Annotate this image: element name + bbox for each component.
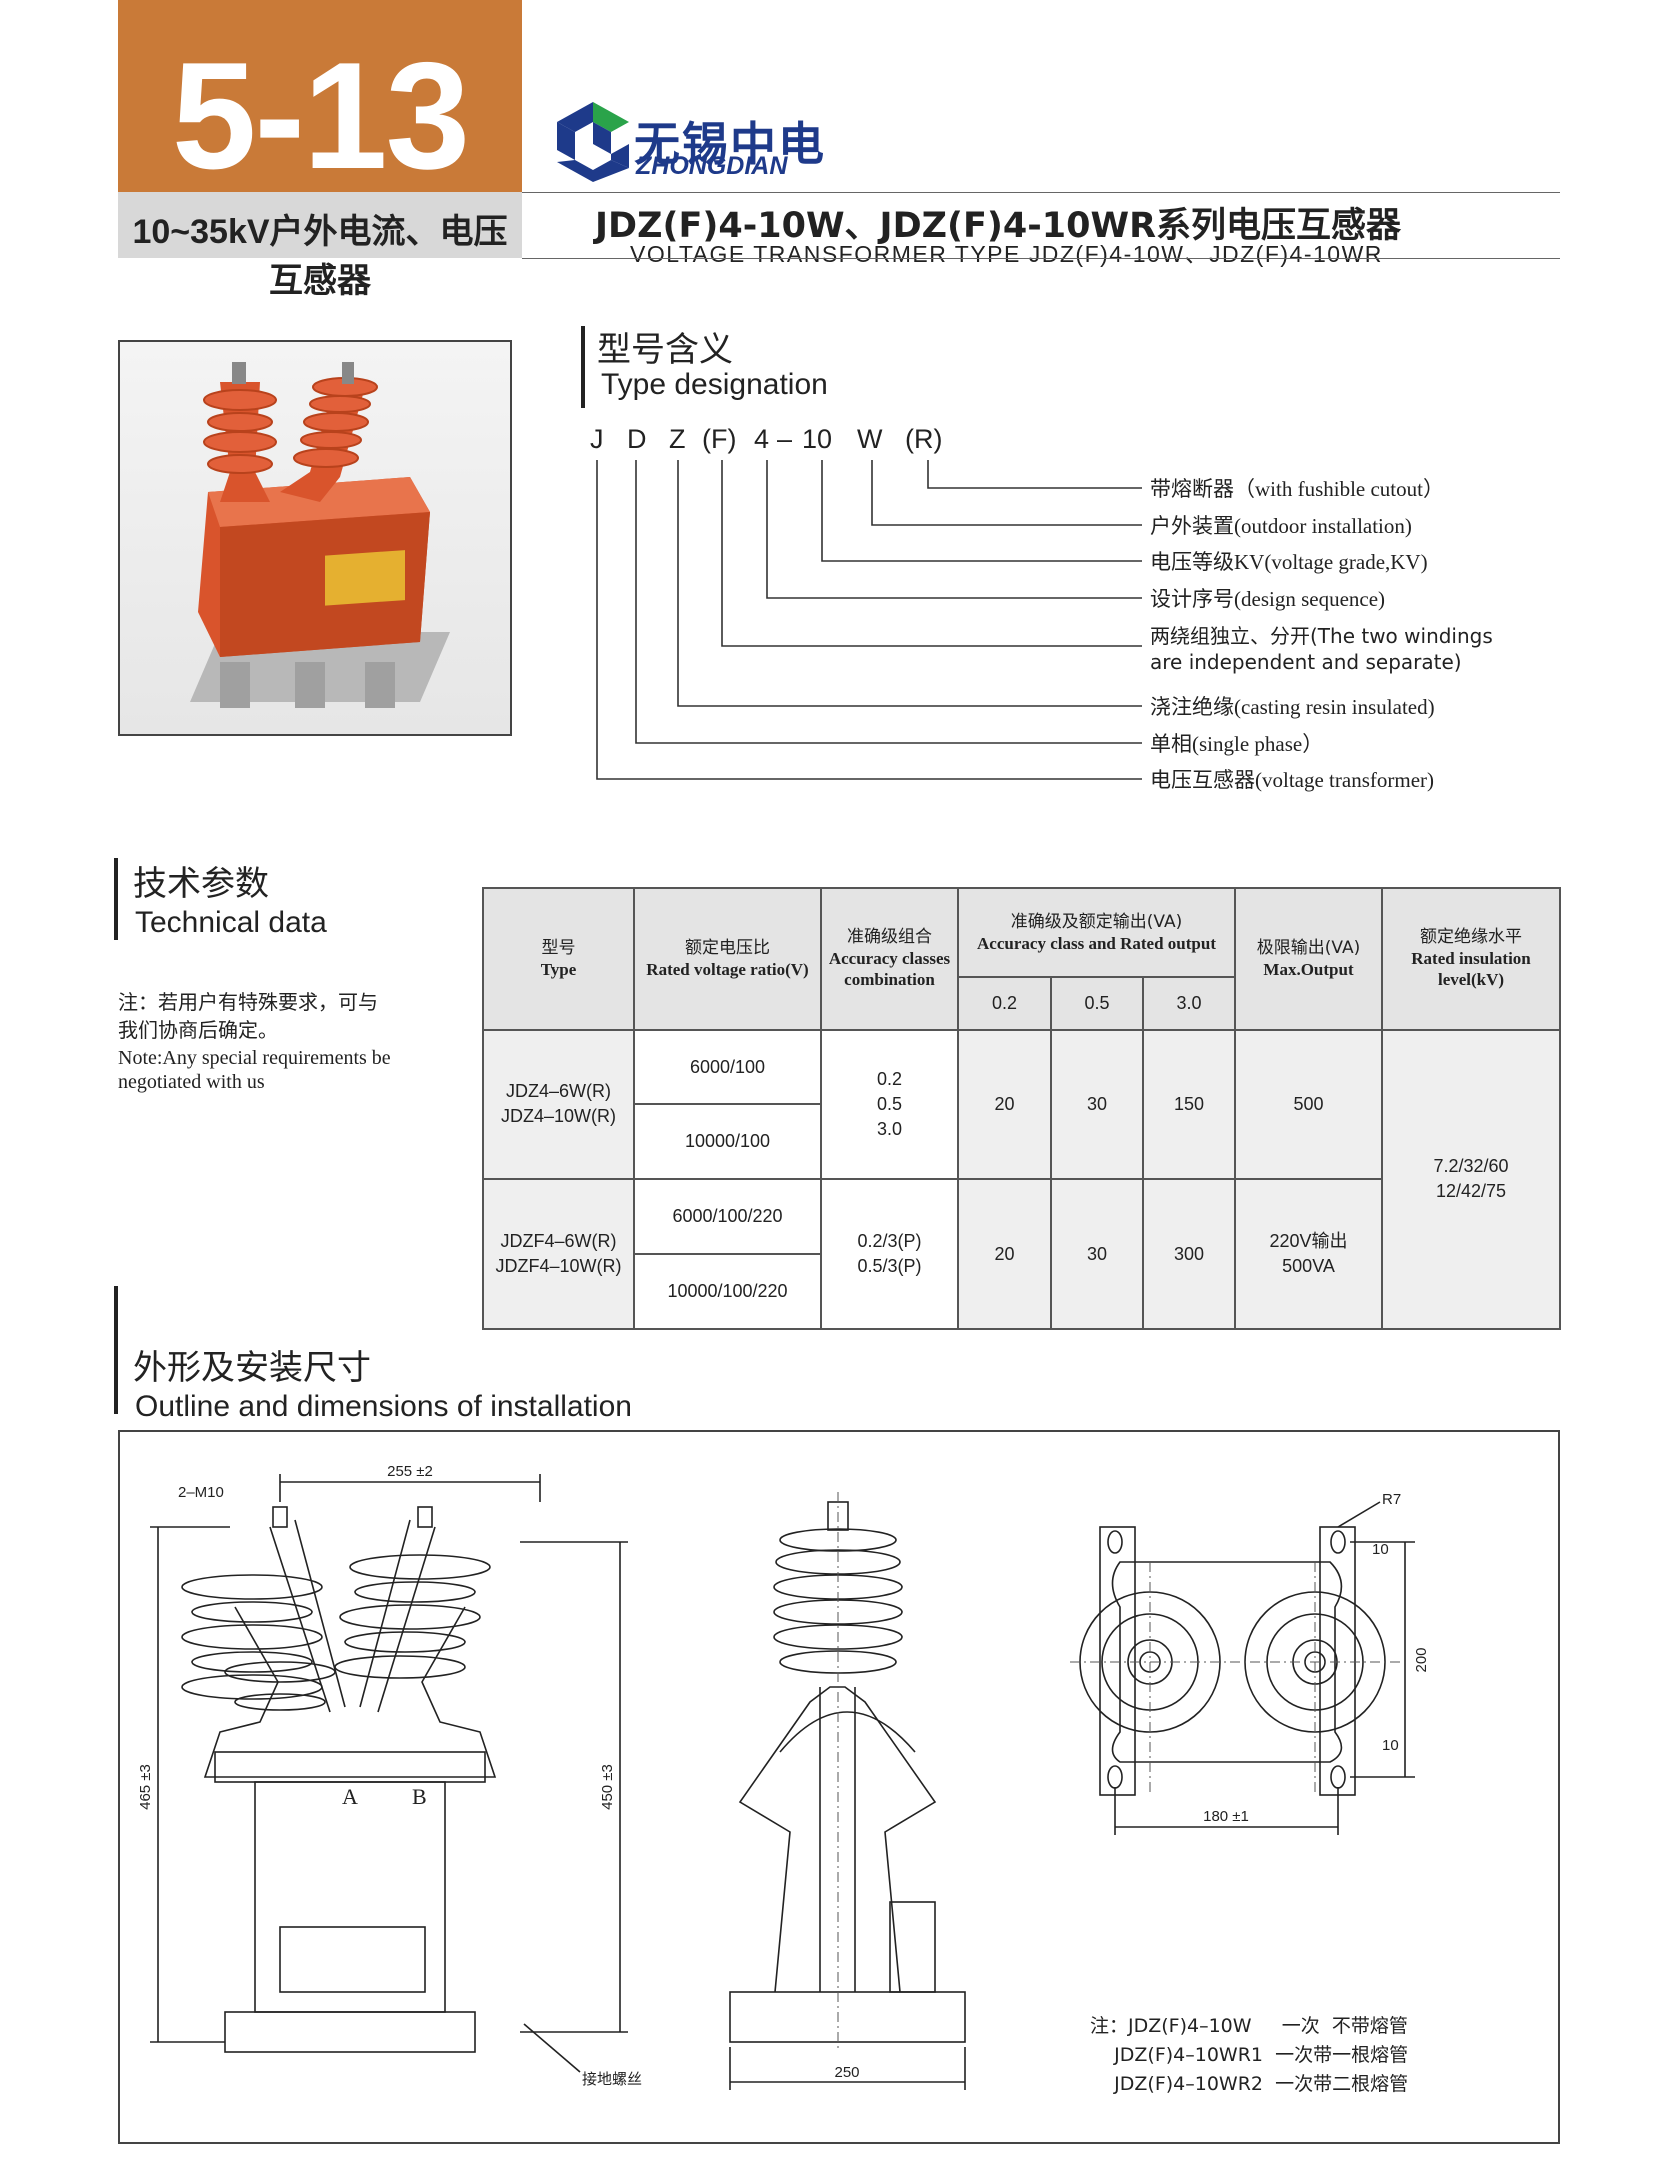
logo-english-name: ZHONGDIAN xyxy=(636,152,788,180)
technical-note-en: Note:Any special requirements be negotia… xyxy=(118,1047,391,1093)
terminal-label-a: A xyxy=(342,1784,358,1809)
dim-r7: R7 xyxy=(1382,1491,1401,1508)
category-bar xyxy=(118,192,522,258)
cell-output: 30 xyxy=(1050,1178,1144,1330)
note-line: 注：若用户有特殊要求，可与 xyxy=(118,990,378,1014)
designation-item: 设计序号(design sequence) xyxy=(1150,587,1386,611)
header-rule-bottom xyxy=(522,258,1560,259)
page-number-badge xyxy=(118,0,522,192)
designation-item: 两绕组独立、分开(The two windings xyxy=(1150,624,1493,648)
code-part: Z xyxy=(669,424,686,454)
designation-item: are independent and separate) xyxy=(1150,650,1462,674)
product-photo xyxy=(118,340,512,736)
cell-type: JDZF4–6W(R)JDZF4–10W(R) xyxy=(482,1178,635,1330)
designation-item: 单相(single phase） xyxy=(1150,732,1324,756)
designation-item: 浇注绝缘(casting resin insulated) xyxy=(1150,695,1435,719)
dim-height-total: 465 ±3 xyxy=(137,1764,154,1810)
category-label: 10~35kV户外电流、电压互感器 xyxy=(132,213,508,300)
cell-combination: 0.2/3(P)0.5/3(P) xyxy=(820,1178,959,1330)
dim-ten-top: 10 xyxy=(1372,1541,1389,1558)
drawing-note: 注：JDZ(F)4–10W 一次 不带熔管 JDZ(F)4–10WR1 一次带一… xyxy=(1090,2015,1409,2095)
dim-bolt: 2–M10 xyxy=(178,1484,224,1501)
dim-180: 180 ±1 xyxy=(1203,1808,1249,1825)
table-row: 10000/100/220 xyxy=(483,1253,1560,1330)
technical-heading-cn: 技术参数 xyxy=(133,864,269,904)
header-rated-output: 准确级及额定输出(VA)Accuracy class and Rated out… xyxy=(956,887,1237,978)
code-part: J xyxy=(590,424,604,454)
terminal-label-b: B xyxy=(412,1784,427,1809)
designation-item: 电压等级KV(voltage grade,KV) xyxy=(1150,550,1428,574)
cell-output: 150 xyxy=(1141,1028,1237,1181)
ground-screw-label: 接地螺丝 xyxy=(582,2070,642,2088)
cell-ratio: 6000/100 xyxy=(633,1028,822,1106)
logo-chinese-name: 无锡中电 xyxy=(634,117,826,171)
header-class: 0.5 xyxy=(1050,976,1144,1031)
voltage-transformer-photo-icon xyxy=(190,362,450,708)
cell-max-output: 500 xyxy=(1234,1028,1384,1181)
table-row: 10000/100 xyxy=(483,1103,1560,1181)
code-part: – xyxy=(777,424,793,454)
cell-type: JDZ4–6W(R)JDZ4–10W(R) xyxy=(482,1028,635,1181)
designation-item: 电压互感器(voltage transformer) xyxy=(1150,768,1435,792)
product-title-en: VOLTAGE TRANSFORMER TYPE JDZ(F)4-10W、JDZ… xyxy=(630,241,1383,267)
code-part: (R) xyxy=(905,424,943,454)
cell-output: 300 xyxy=(1141,1178,1237,1330)
header-max-output: 极限输出(VA)Max.Output xyxy=(1234,887,1384,1031)
code-part: W xyxy=(857,424,883,454)
designation-item: 户外装置(outdoor installation) xyxy=(1150,514,1412,538)
designation-item: 带熔断器（with fushible cutout） xyxy=(1150,477,1444,501)
section-marker xyxy=(114,858,118,940)
zhongdian-logo-icon xyxy=(557,102,629,182)
section-marker xyxy=(114,1286,118,1414)
type-designation-heading-cn: 型号含义 xyxy=(597,330,733,370)
outline-heading-en: Outline and dimensions of installation xyxy=(135,1390,632,1423)
code-part: 10 xyxy=(802,424,833,454)
dim-height-body: 450 ±3 xyxy=(599,1764,616,1810)
cell-output: 20 xyxy=(957,1028,1052,1181)
outline-drawing-frame: 255 ±2 2–M10 465 ±3 450 ±3 A B 接地螺丝 250 … xyxy=(118,1430,1560,2144)
dim-200: 200 xyxy=(1413,1647,1430,1672)
header-rule-top xyxy=(522,192,1560,193)
cell-output: 20 xyxy=(957,1178,1052,1330)
installation-drawing: 255 ±2 2–M10 465 ±3 450 ±3 A B 接地螺丝 250 … xyxy=(137,1463,1430,2090)
section-marker xyxy=(581,326,585,408)
header-class: 3.0 xyxy=(1141,976,1237,1031)
cell-ratio: 6000/100/220 xyxy=(633,1178,822,1256)
product-title-cn: JDZ(F)4-10W、JDZ(F)4-10WR系列电压互感器 xyxy=(595,206,1402,246)
dim-base: 250 xyxy=(834,2064,859,2081)
page-number: 5-13 xyxy=(171,31,470,201)
cell-output: 30 xyxy=(1050,1028,1144,1181)
cell-ratio: 10000/100 xyxy=(633,1103,822,1181)
dim-ten-bottom: 10 xyxy=(1382,1737,1399,1754)
dim-width-top: 255 ±2 xyxy=(387,1463,433,1480)
note-line: 我们协商后确定。 xyxy=(118,1018,278,1042)
table-row: JDZF4–6W(R)JDZF4–10W(R) 6000/100/220 0.2… xyxy=(482,1178,1560,1330)
type-designation-heading-en: Type designation xyxy=(601,368,828,401)
code-part: (F) xyxy=(702,424,737,454)
header-class: 0.2 xyxy=(957,976,1052,1031)
code-part: D xyxy=(627,424,647,454)
technical-heading-en: Technical data xyxy=(135,906,327,939)
code-part: 4 xyxy=(754,424,770,454)
outline-heading-cn: 外形及安装尺寸 xyxy=(133,1348,371,1388)
cell-ratio: 10000/100/220 xyxy=(633,1253,822,1330)
technical-note-cn: 注：若用户有特殊要求，可与 我们协商后确定。 xyxy=(118,988,378,1044)
